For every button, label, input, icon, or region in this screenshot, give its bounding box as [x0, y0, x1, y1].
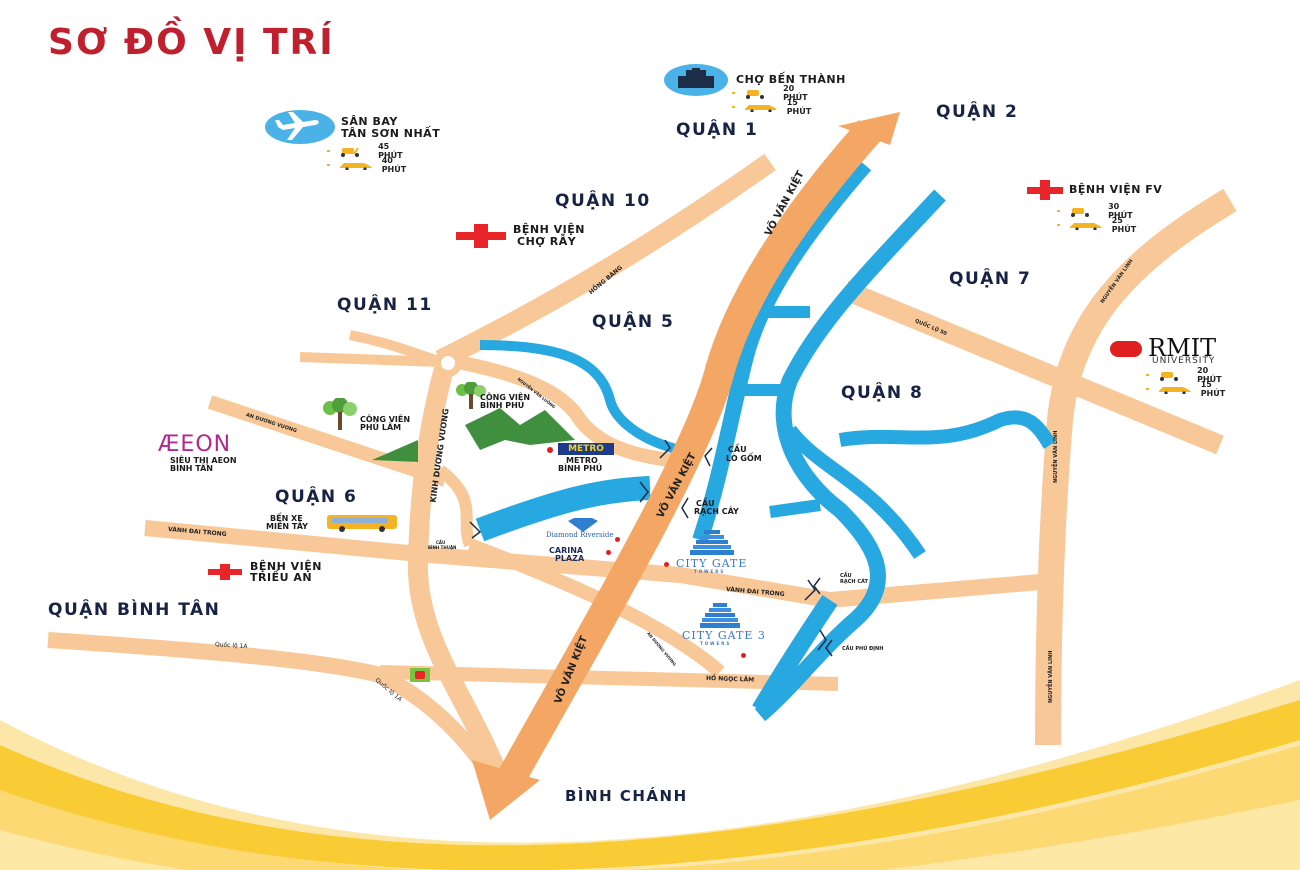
- bridge-rach-cay-line1: CẦU: [696, 499, 715, 508]
- cho-ray-line2: CHỢ RẪY: [517, 235, 577, 248]
- trieu-an-line2: TRIỀU AN: [250, 571, 313, 584]
- district-q6: QUẬN 6: [275, 487, 358, 507]
- district-binh-chanh: BÌNH CHÁNH: [565, 787, 688, 805]
- car-icon: [743, 103, 779, 113]
- trieu-an-line1: BỆNH VIỆN: [250, 560, 322, 573]
- airplane-icon: [265, 110, 335, 144]
- rmit-car-time: 15 PHÚT: [1200, 380, 1226, 398]
- tower-icon: [700, 603, 740, 628]
- fv-car-time: 25 PHÚT: [1111, 216, 1137, 234]
- motorbike-icon: [338, 146, 362, 157]
- car-icon: [338, 161, 374, 171]
- district-q8: QUẬN 8: [841, 383, 924, 403]
- page-title: SƠ ĐỒ VỊ TRÍ: [48, 22, 335, 63]
- hospital-cross-icon: [1027, 180, 1063, 200]
- city-gate-3-sub: TOWERS: [700, 641, 732, 646]
- phu-lam-line1: CÔNG VIÊN: [360, 415, 411, 424]
- metro-line1: METRO: [566, 456, 598, 465]
- bridge-binh-thuan-line1: CẦU: [436, 540, 446, 545]
- district-q11: QUẬN 11: [337, 295, 433, 315]
- phu-lam-line2: PHÚ LÂM: [360, 423, 402, 432]
- bridge-markers: [469, 439, 833, 657]
- rivers: [475, 159, 1056, 722]
- roads: [47, 153, 1237, 795]
- bridge-lo-gom-line1: CẦU: [728, 445, 747, 454]
- bridge-rach-cay-line2: RẠCH CÂY: [694, 507, 739, 516]
- airport-name-line1: SÂN BAY: [341, 115, 398, 128]
- road-label-nguyen-van-linh: NGUYỄN VĂN LINH: [1048, 650, 1054, 703]
- bridge-binh-thuan-line2: BÌNH THUẬN: [428, 545, 457, 550]
- airport-car-time: 40 PHÚT: [381, 156, 407, 174]
- bus-icon: [327, 515, 397, 532]
- city-gate-name: CITY GATE: [676, 557, 748, 570]
- market-icon: [664, 64, 728, 96]
- rmit-moto-time: 20 PHÚT: [1197, 366, 1222, 384]
- location-dot: [547, 447, 553, 453]
- cho-ray-line1: BỆNH VIỆN: [513, 223, 585, 236]
- city-gate-3-name: CITY GATE 3: [682, 629, 766, 642]
- city-gate-sub: TOWERS: [694, 569, 726, 574]
- ben-thanh-name: CHỢ BẾN THÀNH: [736, 73, 846, 86]
- binh-phu-park-line2: BÌNH PHÚ: [480, 401, 525, 410]
- metro-logo: METRO: [558, 443, 614, 455]
- binh-phu-park-line1: CÔNG VIÊN: [480, 393, 531, 402]
- district-q5: QUẬN 5: [592, 312, 675, 332]
- car-icon: [1157, 385, 1193, 395]
- park-binh-phu-area: [465, 408, 575, 450]
- aeon-line2: BÌNH TÂN: [170, 464, 213, 473]
- bridge-rach-cat-line2: RẠCH CÁT: [840, 579, 868, 585]
- fv-name: BỆNH VIỆN FV: [1069, 183, 1163, 196]
- vo-van-kiet-main-road: [472, 112, 900, 820]
- mien-tay-line1: BẾN XE: [270, 514, 303, 523]
- tree-icon: [323, 398, 357, 430]
- carina-line1: CARINA: [549, 546, 584, 555]
- aeon-logo: ÆEON: [158, 432, 232, 457]
- hospital-cross-icon: [208, 564, 242, 580]
- metro-line2: BÌNH PHÚ: [558, 464, 603, 473]
- airport-moto-time: 45 PHÚT: [378, 142, 403, 160]
- ben-thanh-moto-time: 20 PHÚT: [783, 84, 808, 102]
- rmit-name: RMIT: [1148, 334, 1217, 362]
- location-dot: [664, 562, 669, 567]
- rmit-logo-pen-icon: [1110, 341, 1142, 357]
- tree-icon: [456, 382, 486, 409]
- bridge-rach-cat-line1: CẦU: [840, 573, 852, 579]
- motorbike-icon: [743, 88, 767, 99]
- district-q1: QUẬN 1: [676, 120, 759, 140]
- bridge-lo-gom-line2: LÒ GỐM: [726, 454, 762, 463]
- tower-icon: [690, 530, 734, 555]
- hospital-cross-icon: [456, 224, 506, 248]
- district-q10: QUẬN 10: [555, 191, 651, 211]
- rmit-sub: UNIVERSITY: [1152, 356, 1216, 366]
- fv-moto-time: 30 PHÚT: [1108, 202, 1133, 220]
- district-binh-tan: QUẬN BÌNH TÂN: [48, 600, 221, 620]
- park-phu-lam-area: [372, 440, 418, 462]
- coopmart-icon: [410, 668, 430, 682]
- mien-tay-line2: MIỀN TÂY: [266, 522, 308, 531]
- decorative-wave: [0, 680, 1300, 870]
- airport-name-line2: TÂN SƠN NHẤT: [341, 127, 441, 140]
- diamond-riverside-name: Diamond Riverside: [546, 531, 614, 539]
- district-q2: QUẬN 2: [936, 102, 1019, 122]
- aeon-line1: SIÊU THỊ AEON: [170, 456, 237, 465]
- diamond-icon: [568, 518, 598, 532]
- district-q7: QUẬN 7: [949, 269, 1032, 289]
- ben-thanh-car-time: 15 PHÚT: [786, 98, 812, 116]
- road-label-nguyen-van-linh: NGUYỄN VĂN LINH: [1053, 430, 1059, 483]
- bridge-phu-dinh: CẦU PHÚ ĐỊNH: [842, 646, 884, 652]
- motorbike-icon: [1157, 370, 1181, 381]
- location-dot: [606, 550, 611, 555]
- car-icon: [1068, 221, 1104, 231]
- motorbike-icon: [1068, 206, 1092, 217]
- carina-line2: PLAZA: [555, 554, 585, 563]
- location-dot: [615, 537, 620, 542]
- location-dot: [741, 653, 746, 658]
